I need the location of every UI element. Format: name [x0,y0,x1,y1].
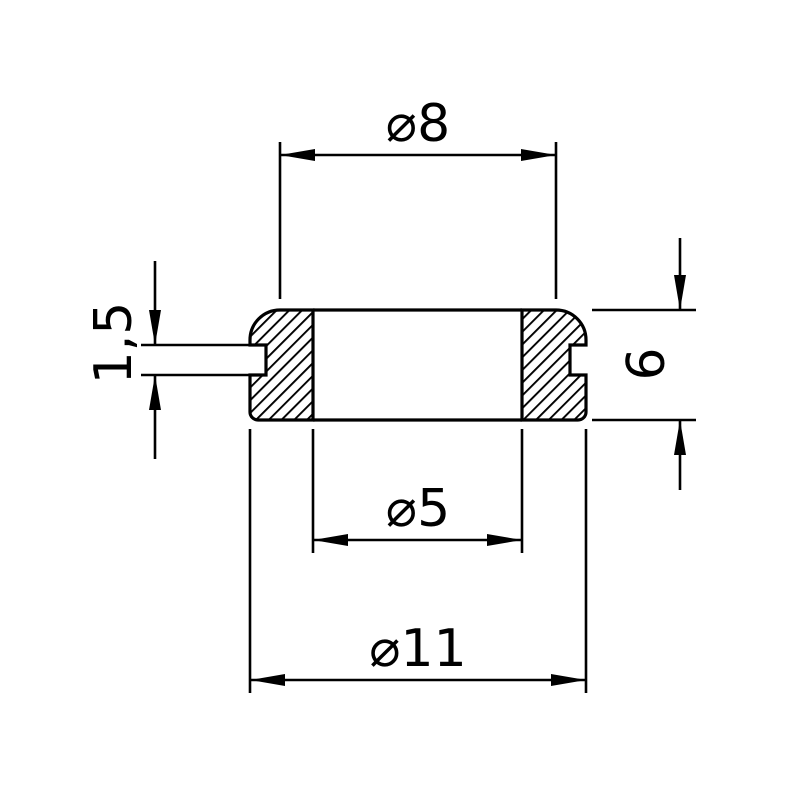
arrowhead-right [521,149,556,161]
dimension-height-6: 6 [592,238,696,490]
dimension-label: ⌀8 [386,94,450,154]
dimension-label: ⌀11 [369,619,466,679]
dimension-label: 1,5 [84,302,144,385]
dimension-groove-1-5: 1,5 [84,261,252,459]
arrowhead-up [674,420,686,455]
arrowhead-up [149,375,161,410]
dimension-diameter-11: ⌀11 [248,429,588,693]
arrowhead-left [280,149,315,161]
arrowhead-right [487,534,522,546]
arrowhead-left [313,534,348,546]
dimension-label: 6 [617,347,677,380]
dimension-label: ⌀5 [386,479,450,539]
left-section-hatch [248,308,315,422]
arrowhead-left [250,674,285,686]
arrowhead-down [149,310,161,345]
dimension-diameter-5: ⌀5 [311,429,524,553]
arrowhead-down [674,275,686,310]
grommet-cross-section [248,308,588,422]
right-section-hatch [520,308,588,422]
dimension-diameter-8: ⌀8 [278,94,558,299]
arrowhead-right [551,674,586,686]
